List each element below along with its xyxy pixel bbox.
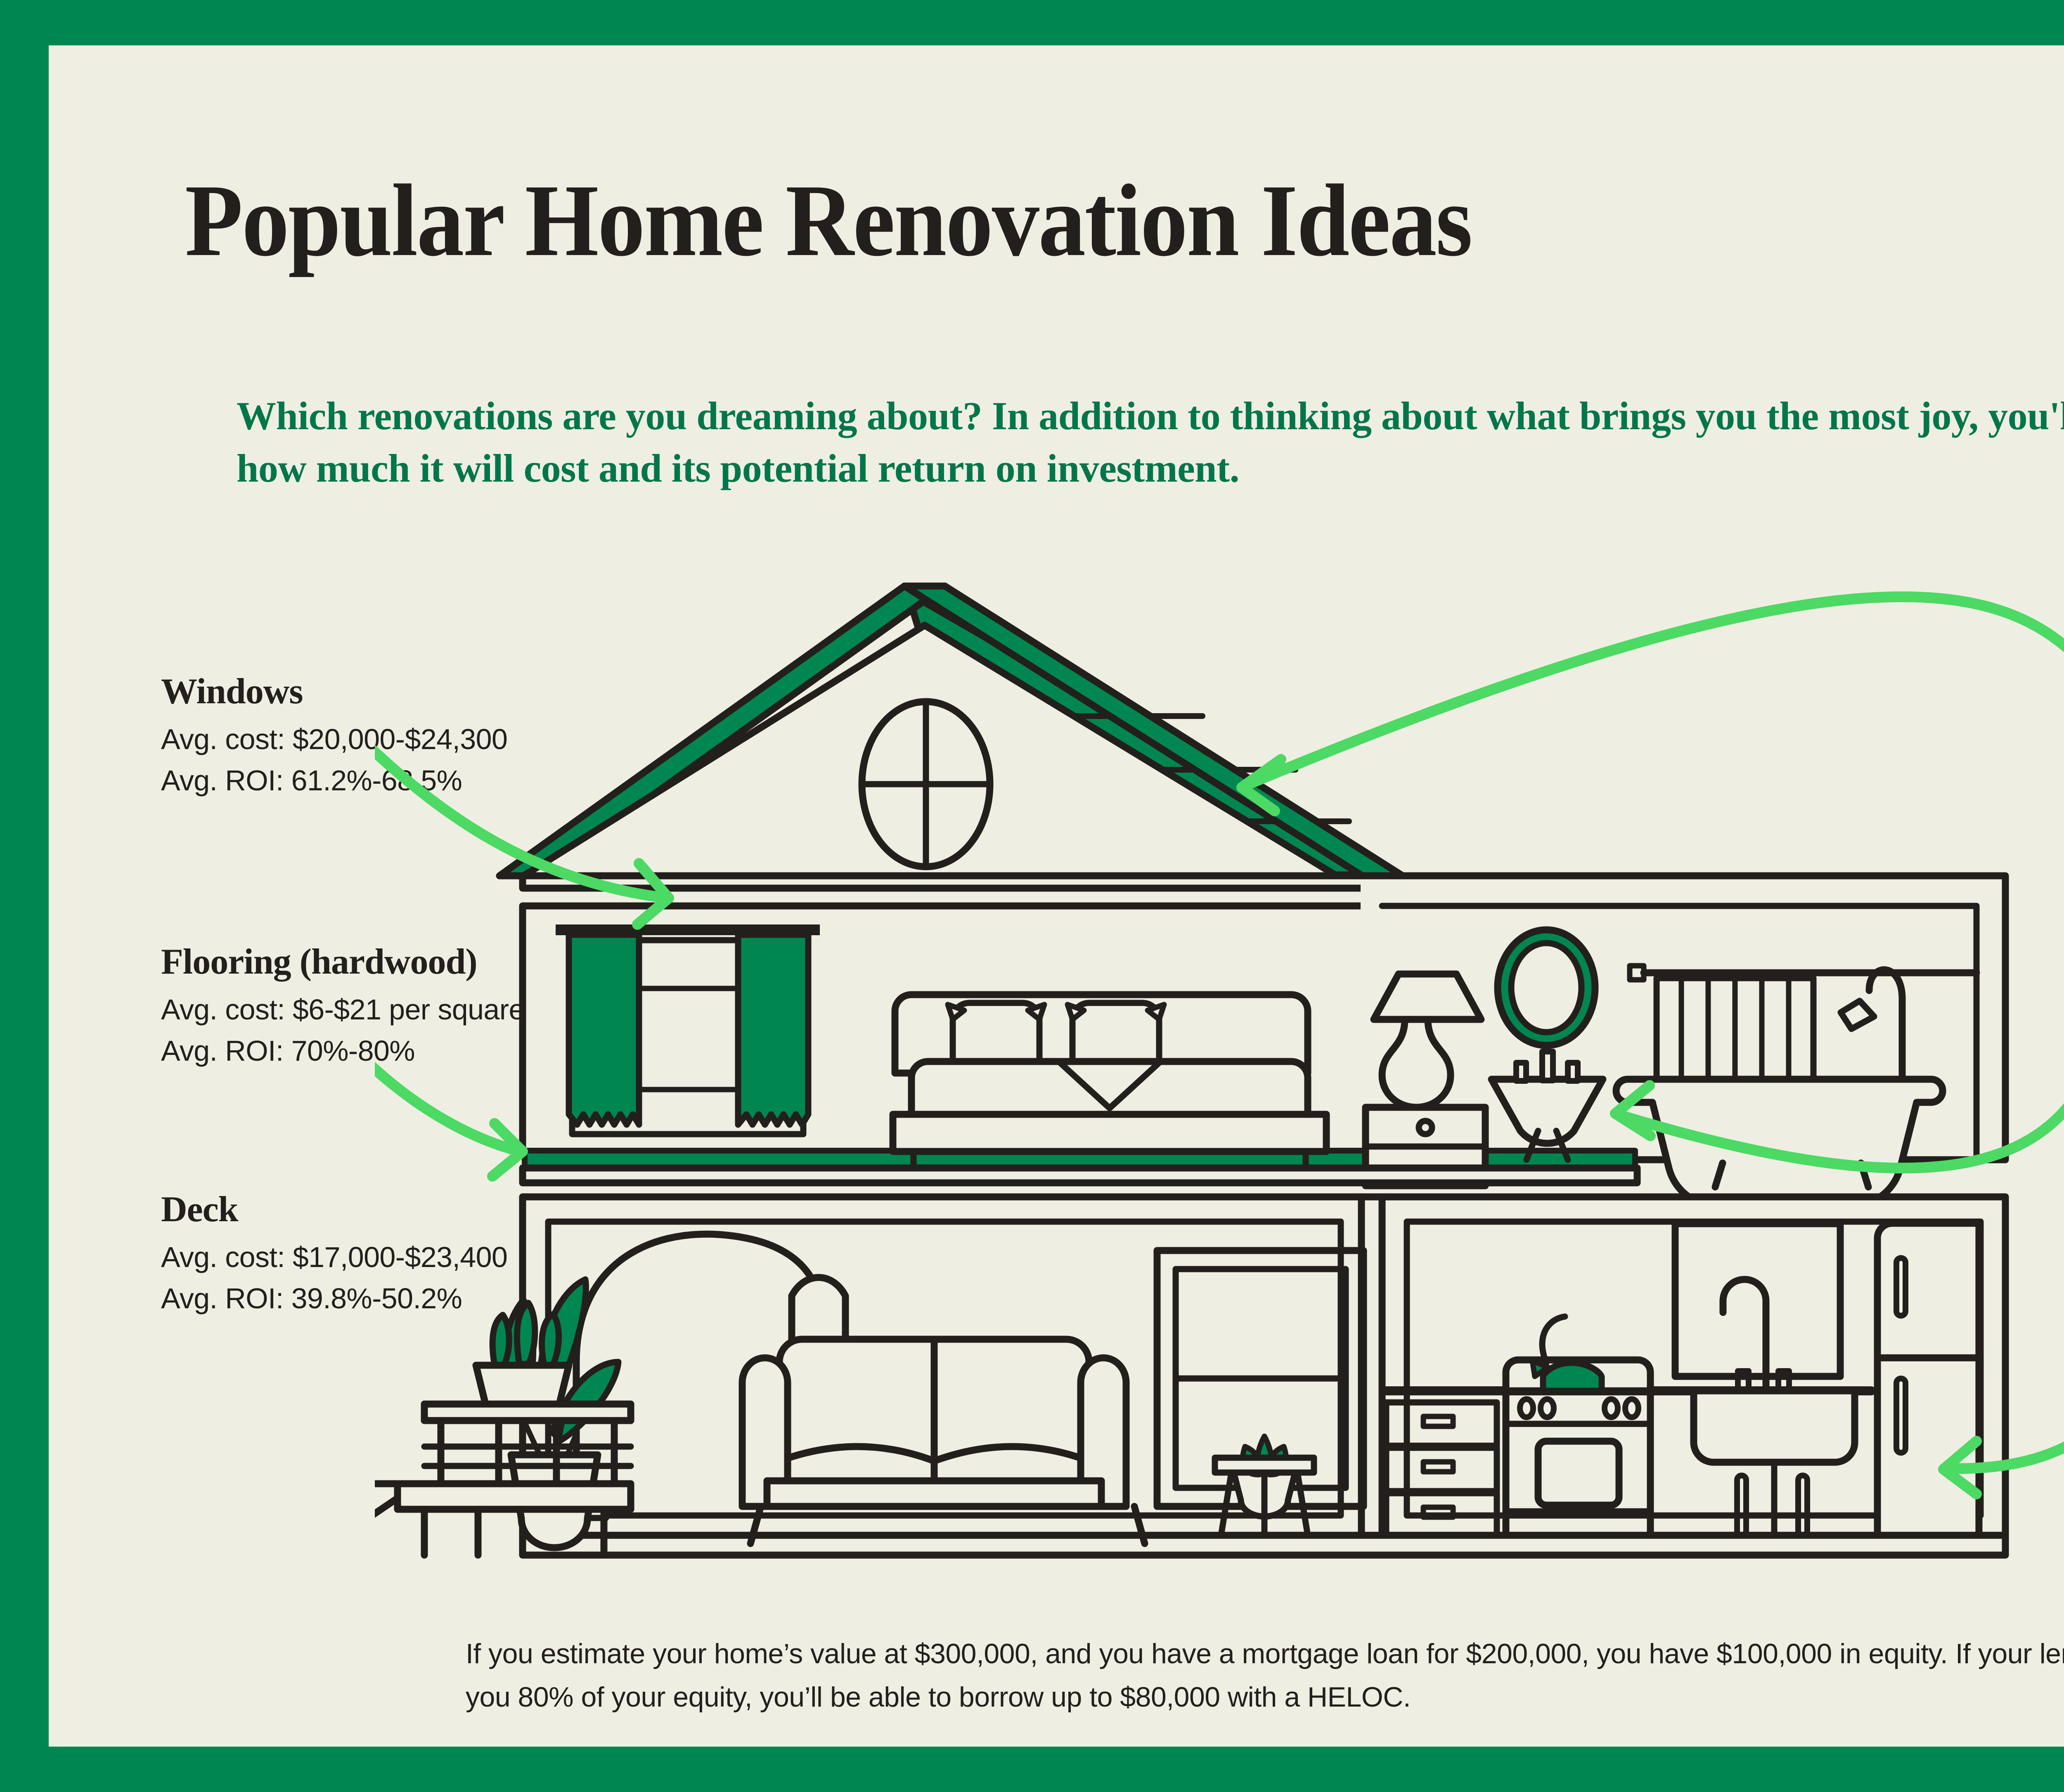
- attic-window-icon: [858, 698, 994, 870]
- page-subtitle: Which renovations are you dreaming about…: [237, 394, 2064, 490]
- arrow-bathroom: [1610, 1080, 2064, 1174]
- infographic-panel: Popular Home Renovation Ideas Which reno…: [49, 45, 2064, 1747]
- nightstand-and-lamp: [1362, 970, 1489, 1189]
- callout-deck: Deck Avg. cost: $17,000-$23,400 Avg. ROI…: [161, 1189, 508, 1319]
- callout-title: Deck: [161, 1189, 239, 1229]
- lower-ceiling: [519, 1164, 1641, 1187]
- page-title: Popular Home Renovation Ideas: [185, 163, 1472, 278]
- deck-illustration: [375, 1300, 634, 1559]
- callout-title: Flooring (hardwood): [161, 942, 478, 982]
- arrow-windows: [375, 745, 674, 930]
- bed-illustration: [889, 991, 1330, 1175]
- callout-cost: Avg. cost: $17,000-$23,400: [161, 1241, 508, 1274]
- footnote-text: If you estimate your home’s value at $30…: [466, 1638, 2064, 1713]
- callout-cost: Avg. cost: $6-$21 per square foot: [161, 993, 580, 1026]
- house-cutaway-illustration: [375, 582, 2064, 1559]
- callout-cost: Avg. cost: $20,000-$24,300: [161, 723, 508, 756]
- arrow-flooring: [375, 1061, 528, 1182]
- bedroom-window-with-curtains: [556, 924, 820, 1137]
- callout-roi: Avg. ROI: 39.8%-50.2%: [161, 1282, 462, 1314]
- callout-roi: Avg. ROI: 70%-80%: [161, 1034, 415, 1067]
- arrow-kitchen: [1938, 1436, 2064, 1499]
- arrow-roof: [1236, 591, 2064, 816]
- callout-flooring: Flooring (hardwood) Avg. cost: $6-$21 pe…: [161, 943, 580, 1071]
- callout-title: Windows: [161, 671, 303, 712]
